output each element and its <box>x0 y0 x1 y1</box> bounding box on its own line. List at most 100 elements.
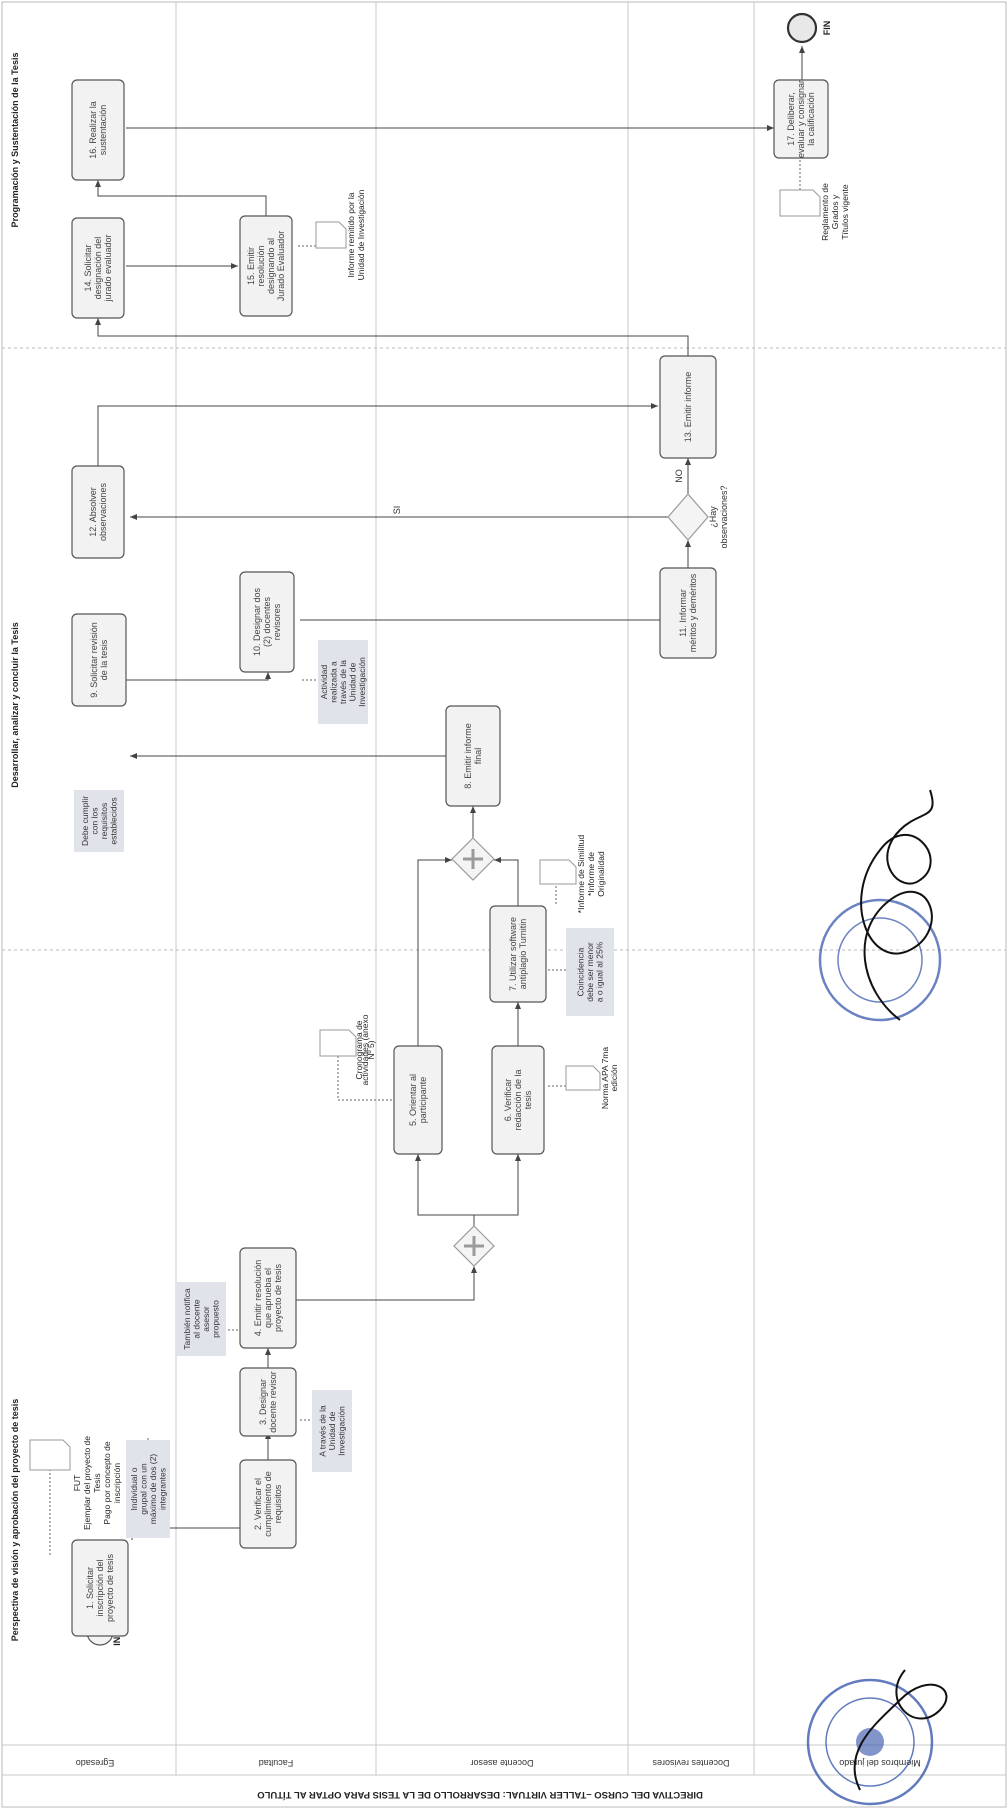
document-d3-line-1: Cronograma de <box>354 1020 364 1079</box>
document-d1-line-3: Tesis <box>92 1473 102 1492</box>
document-shape <box>315 221 347 249</box>
annotation-n2-line-3: Investigación <box>337 1406 347 1456</box>
parallel-gateway-split <box>453 1225 495 1267</box>
lane-label-docentes-revisores: Docentes revisores <box>652 1758 730 1768</box>
task-box <box>659 355 717 459</box>
task-15-label-line-1: 15. Emitir <box>246 247 256 285</box>
task-box <box>71 465 125 559</box>
annotation-n1-line-1: Individual o <box>129 1467 139 1510</box>
task-box <box>71 217 125 319</box>
document-shape <box>319 1029 357 1057</box>
annotation-n2-line-2: Unidad de <box>327 1411 337 1450</box>
task-2-label-line-1: 2. Verificar el <box>253 1478 263 1530</box>
task-8-label-line-1: 8. Emitir informe <box>463 723 473 789</box>
annotation-n1-line-4: integrantes <box>157 1468 167 1510</box>
task-box <box>71 1539 129 1637</box>
task-4-label-line-1: 4. Emitir resolución <box>253 1260 263 1337</box>
task-9-label-line-2: de la tesis <box>99 639 109 680</box>
task-8-label-line-2: final <box>473 748 483 765</box>
signature <box>860 789 934 1021</box>
annotation-box <box>176 1282 226 1356</box>
gateway-question-line1: ¿Hay <box>708 506 718 528</box>
task-15-label-line-3: designando al <box>266 238 276 294</box>
flow-t4-to-gateway1 <box>296 1266 477 1301</box>
annotation-n6-line-3: través de la <box>338 660 348 704</box>
gateway-yes-label: SI <box>392 506 402 515</box>
annotation-box <box>74 790 124 852</box>
task-box <box>773 79 829 159</box>
signature-lower <box>853 1669 948 1791</box>
task-box <box>239 571 295 673</box>
annotation-n3-line-2: al docente <box>191 1299 201 1338</box>
annotation-n4-line-2: debe ser menor <box>585 942 595 1002</box>
task-box <box>489 905 547 1003</box>
lane-label-docente-asesor: Docente asesor <box>470 1758 533 1768</box>
end-event <box>786 12 818 44</box>
annotation-box <box>312 1390 352 1472</box>
lane-label-facultad: Facultad <box>259 1758 294 1768</box>
annotation-n3-line-4: propuesto <box>210 1300 220 1338</box>
exclusive-gateway-observaciones <box>667 493 709 541</box>
document-d3-line-2: actividades (anexo <box>360 1014 370 1085</box>
task-16-label-line-1: 16. Realizar la <box>88 101 98 159</box>
document-icon-d2 <box>565 1065 601 1091</box>
assoc-d3 <box>337 1040 394 1101</box>
annotation-n1-line-2: grupal con un <box>138 1463 148 1515</box>
task-15-label-line-4: Jurado Evaluador <box>276 231 286 302</box>
task-13-label-line-1: 13. Emitir informe <box>683 372 693 443</box>
annotation-n3-line-1: También notifica <box>182 1288 192 1350</box>
task-6-label-line-2: redacción de la <box>513 1069 523 1130</box>
task-box <box>239 1459 297 1549</box>
document-icon-d3 <box>319 1029 357 1057</box>
task-3-label-line-2: docente revisor <box>268 1371 278 1433</box>
task-13[interactable]: 13. Emitir informe <box>659 355 717 459</box>
task-7-label-line-2: antiplagio Turnitin <box>518 919 528 990</box>
task-14-label-line-3: jurado evaluador <box>103 234 113 302</box>
task-5-label-line-1: 5. Orientar al <box>408 1074 418 1126</box>
annotation-n5-line-3: requisitos <box>99 803 109 839</box>
task-box <box>659 567 717 659</box>
task-10-label-line-3: revisores <box>272 603 282 640</box>
task-2-label-line-2: cumplimiento de <box>263 1471 273 1537</box>
document-d1-line-2: Ejemplar del proyecto de <box>82 1436 92 1530</box>
annotation-n5-line-1: Debe cumplir <box>80 796 90 846</box>
document-d3-line-3: Nº 5) <box>366 1040 376 1059</box>
annotation-n1-line-3: máximo de dos (2) <box>148 1454 158 1525</box>
document-d4-line-1: *Informe de Similitud <box>576 835 586 914</box>
annotation-n6-line-1: Actividad <box>319 664 329 699</box>
annotation-box <box>126 1440 170 1538</box>
flow-t8-to-t9 <box>130 706 474 759</box>
task-box <box>71 613 127 707</box>
task-10-label-line-2: (2) docentes <box>262 596 272 647</box>
task-11-label-line-2: méritos y deméritos <box>688 573 698 652</box>
annotation-n6-line-5: Investigación <box>357 657 367 707</box>
task-box <box>239 215 293 317</box>
flow-gw1-to-t6 <box>473 1154 521 1226</box>
task-17-label-line-1: 17. Deliberar, <box>786 92 796 146</box>
